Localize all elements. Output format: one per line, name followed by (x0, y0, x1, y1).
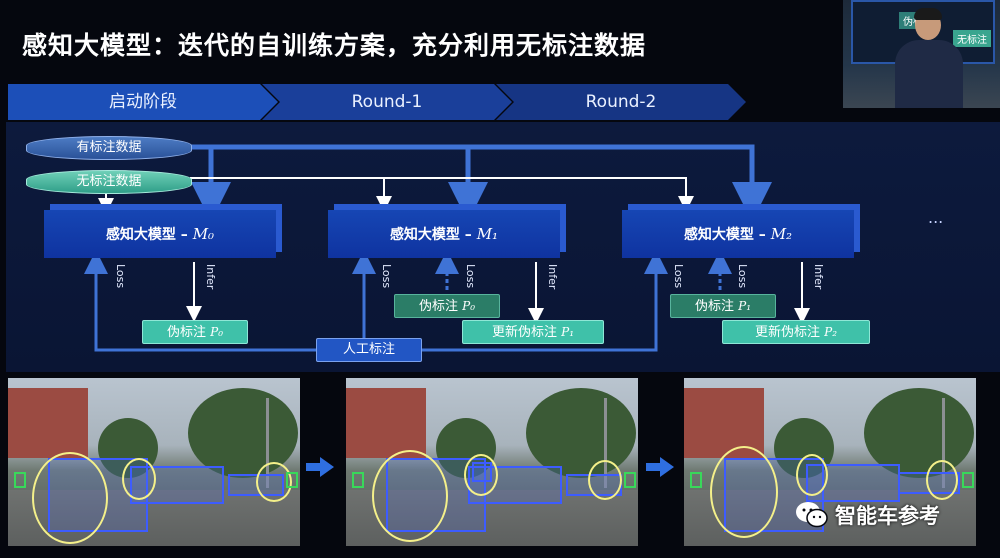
phase-banner: 启动阶段 Round-1 Round-2 (8, 84, 1000, 120)
m0-loss-label: Loss (114, 264, 127, 289)
speaker-body (895, 40, 963, 108)
photo-tree (864, 388, 974, 478)
m0-infer-label: Infer (204, 264, 217, 290)
detection-photo-1 (8, 378, 300, 546)
highlight-circle (256, 462, 292, 502)
highlight-circle (464, 454, 498, 496)
labeled-feed-line (190, 144, 772, 222)
tag-manual-label: 人工标注 (316, 338, 422, 362)
photo-building (8, 388, 88, 458)
m1-pseudo-loss-label: Loss (464, 264, 477, 289)
m1-infer-label: Infer (546, 264, 559, 290)
bbox-pedestrian (352, 472, 364, 488)
m2-infer-label: Infer (812, 264, 825, 290)
model-m1-label: 感知大模型 – (389, 227, 477, 243)
tag-pseudo-p1-input-sub: P₁ (738, 299, 752, 313)
model-m2-sub: M₂ (770, 225, 793, 243)
highlight-circle (588, 460, 622, 500)
highlight-circle (926, 460, 958, 500)
phase-start: 启动阶段 (8, 84, 278, 120)
tag-pseudo-p0-output: 伪标注 P₀ (142, 320, 248, 344)
watermark: 智能车参考 (795, 498, 940, 532)
bbox-pedestrian (14, 472, 26, 488)
page-title: 感知大模型：迭代的自训练方案，充分利用无标注数据 (22, 31, 647, 60)
bbox-pedestrian (624, 472, 636, 488)
tag-update-p2-label: 更新伪标注 (754, 325, 825, 340)
tag-pseudo-p1-input: 伪标注 P₁ (670, 294, 776, 318)
highlight-circle (710, 446, 778, 538)
speaker-hair (914, 8, 942, 20)
photo-pole (266, 398, 269, 488)
watermark-text: 智能车参考 (835, 504, 940, 528)
arrow-right-icon (646, 457, 674, 477)
detection-photo-3 (684, 378, 976, 546)
tag-pseudo-p0-input-sub: P₀ (462, 299, 476, 313)
tag-update-p2: 更新伪标注 P₂ (722, 320, 870, 344)
m2-loss-label: Loss (672, 264, 685, 289)
tag-pseudo-p0-output-sub: P₀ (210, 325, 224, 339)
highlight-circle (32, 452, 108, 544)
unlabeled-data-store: 无标注数据 (26, 170, 192, 194)
arrow-right-icon (306, 457, 334, 477)
model-m2-label: 感知大模型 – (683, 227, 771, 243)
m0-loss-loop (84, 250, 316, 352)
tag-pseudo-p1-input-label: 伪标注 (694, 299, 739, 314)
highlight-circle (372, 450, 448, 542)
photo-building (346, 388, 426, 458)
tag-pseudo-p0-output-label: 伪标注 (166, 325, 211, 340)
tag-update-p2-sub: P₂ (824, 325, 838, 339)
bbox-pedestrian (962, 472, 974, 488)
model-m1-sub: M₁ (476, 225, 499, 243)
tag-pseudo-p0-input: 伪标注 P₀ (394, 294, 500, 318)
tag-pseudo-p0-input-label: 伪标注 (418, 299, 463, 314)
model-m2: 感知大模型 – M₂ (622, 210, 854, 258)
m2-pseudo-loss-label: Loss (736, 264, 749, 289)
unlabeled-feed-line (190, 177, 694, 212)
model-m0: 感知大模型 – M₀ (44, 210, 276, 258)
model-m0-sub: M₀ (192, 225, 215, 243)
detection-photo-2 (346, 378, 638, 546)
labeled-data-store: 有标注数据 (26, 136, 192, 160)
connector-lines (84, 144, 810, 352)
m1-loss-label: Loss (380, 264, 393, 289)
photo-tree (526, 388, 636, 478)
continuation-ellipsis: ... (928, 208, 944, 227)
highlight-circle (122, 458, 156, 500)
wechat-logo-icon (796, 502, 828, 528)
highlight-circle (796, 454, 828, 496)
tag-update-p1-sub: P₁ (561, 325, 575, 339)
tag-update-p1: 更新伪标注 P₁ (462, 320, 604, 344)
model-m1: 感知大模型 – M₁ (328, 210, 560, 258)
photo-pole (604, 398, 607, 488)
speaker-inset: 伪标注 无标注 (843, 0, 1000, 108)
tag-update-p1-label: 更新伪标注 (491, 325, 562, 340)
bbox-pedestrian (690, 472, 702, 488)
inset-tag-unlabeled: 无标注 (953, 30, 991, 47)
training-diagram: 有标注数据 无标注数据 感知大模型 – M₀ 感知大模型 – M₁ 感知大模型 … (6, 122, 1000, 372)
phase-round-1: Round-1 (262, 84, 512, 120)
bbox-pedestrian (286, 472, 298, 488)
m2-loss-loop (422, 250, 668, 352)
photo-pole (942, 398, 945, 488)
phase-round-2: Round-2 (496, 84, 746, 120)
model-m0-label: 感知大模型 – (105, 227, 193, 243)
